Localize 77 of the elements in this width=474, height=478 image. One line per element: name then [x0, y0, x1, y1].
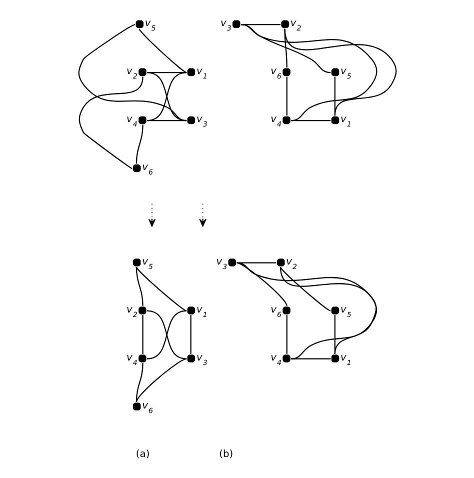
node-label: v$_{2}$ [286, 256, 297, 271]
node-label: v$_{1}$ [196, 66, 207, 81]
node-label: v$_{6}$ [142, 162, 152, 177]
connector [284, 28, 287, 68]
node-label: v$_{3}$ [220, 18, 231, 33]
node-circle [330, 68, 339, 76]
node-label: v$_{6}$ [270, 304, 281, 319]
connector [290, 358, 330, 360]
connector [146, 310, 186, 360]
node-label: v$_{1}$ [340, 114, 351, 129]
node-label: v$_{1}$ [196, 304, 207, 319]
node-label: v$_{3}$ [196, 114, 207, 129]
connector [135, 363, 143, 402]
node-label: v$_{4}$ [126, 114, 137, 129]
node-circle [228, 258, 236, 266]
node-circle [132, 258, 140, 266]
label: (b) [218, 448, 233, 460]
node-label: v$_{1}$ [340, 352, 351, 367]
node-circle [135, 20, 144, 28]
node-circle [282, 68, 290, 76]
connector [236, 262, 276, 264]
connector [290, 120, 330, 122]
node-circle [282, 354, 290, 362]
node-circle [330, 306, 339, 314]
node-label: v$_{5}$ [144, 18, 156, 33]
label: (a) [135, 448, 150, 460]
connector [284, 28, 396, 116]
node-circle [276, 258, 284, 266]
connector [286, 76, 287, 116]
connector [279, 266, 377, 360]
node-label: v$_{4}$ [270, 352, 281, 367]
node-label: v$_{4}$ [126, 352, 137, 367]
node-label: v$_{6}$ [270, 66, 281, 81]
node-circle [138, 116, 146, 124]
node-circle [186, 68, 195, 76]
connector [138, 28, 186, 74]
node-circle [280, 20, 288, 28]
connector [78, 76, 143, 170]
node-label: v$_{3}$ [216, 256, 227, 271]
node-circle [186, 116, 195, 124]
node-circle [138, 354, 146, 362]
node-label: v$_{2}$ [126, 66, 137, 81]
connector [142, 315, 143, 354]
node-label: v$_{4}$ [270, 114, 281, 129]
connector [280, 266, 330, 312]
connector [135, 358, 186, 402]
node-circle [138, 306, 146, 314]
node-circle [232, 20, 240, 28]
node-circle [186, 354, 195, 362]
connector [286, 315, 287, 354]
node-circle [138, 68, 146, 76]
node-label: v$_{2}$ [126, 304, 137, 319]
node-label: v$_{2}$ [290, 18, 301, 33]
node-label: v$_{5}$ [340, 304, 351, 319]
connector [135, 267, 143, 306]
connector [146, 72, 186, 122]
node-label: v$_{5}$ [340, 66, 351, 81]
connector [240, 24, 377, 122]
node-circle [132, 402, 140, 410]
node-label: v$_{6}$ [142, 400, 152, 415]
node-circle [282, 116, 290, 124]
connector [146, 120, 186, 122]
node-circle [330, 354, 339, 362]
node-label: v$_{5}$ [142, 256, 152, 271]
connector [236, 262, 376, 354]
connector [334, 315, 335, 354]
connector [236, 262, 287, 306]
connector [334, 76, 335, 116]
node-circle [132, 164, 140, 172]
node-circle [186, 306, 195, 314]
node-label: v$_{3}$ [196, 352, 207, 367]
node-circle [330, 116, 339, 124]
connector [135, 266, 186, 312]
node-circle [282, 306, 290, 314]
connector [135, 124, 143, 164]
connector [78, 24, 186, 122]
connector [190, 315, 191, 354]
